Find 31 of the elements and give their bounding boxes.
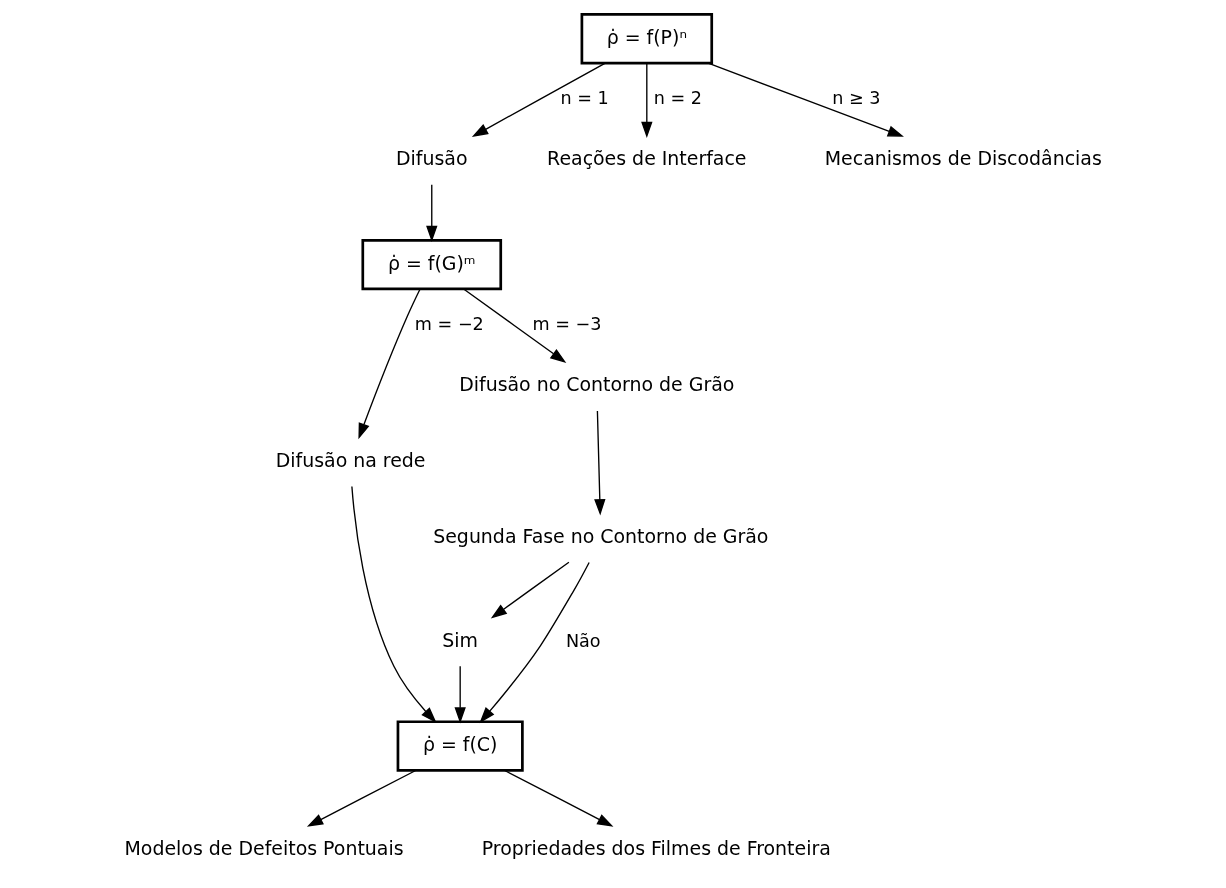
arrow <box>707 62 904 137</box>
node-box: ρ̇ = f(C) <box>396 719 524 772</box>
node-text: Mecanismos de Discodâncias <box>824 146 1102 169</box>
arrow <box>504 769 614 827</box>
node-box: ρ̇ = f(G)ᵐ <box>361 238 503 290</box>
node-text: Modelos de Defeitos Pontuais <box>124 836 404 859</box>
node-text: Segunda Fase no Contorno de Grão <box>433 524 769 547</box>
arrow <box>358 288 421 439</box>
arrow <box>490 561 570 619</box>
edge-label: Não <box>565 630 601 651</box>
arrow <box>463 288 567 363</box>
node-text: Difusão <box>396 146 468 169</box>
node-text: Difusão no Contorno de Grão <box>459 372 735 395</box>
edge-label: n = 1 <box>560 87 609 108</box>
arrow <box>479 561 590 723</box>
arrow <box>351 485 437 723</box>
edge-label: n ≥ 3 <box>832 87 881 108</box>
arrow <box>594 409 606 515</box>
edge-label: m = −3 <box>532 313 602 334</box>
arrow <box>454 665 466 724</box>
edge-label: m = −2 <box>414 313 484 334</box>
node-text: Propriedades dos Filmes de Fronteira <box>481 836 831 859</box>
edge-label: n = 2 <box>653 87 703 108</box>
node-text: Difusão na rede <box>275 448 426 471</box>
arrow <box>471 62 606 137</box>
node-text: Sim <box>442 628 479 651</box>
arrow <box>426 183 438 242</box>
arrow <box>641 62 653 138</box>
arrow <box>306 769 417 827</box>
node-box: ρ̇ = f(P)ⁿ <box>580 12 714 64</box>
node-text: Reações de Interface <box>547 146 747 169</box>
